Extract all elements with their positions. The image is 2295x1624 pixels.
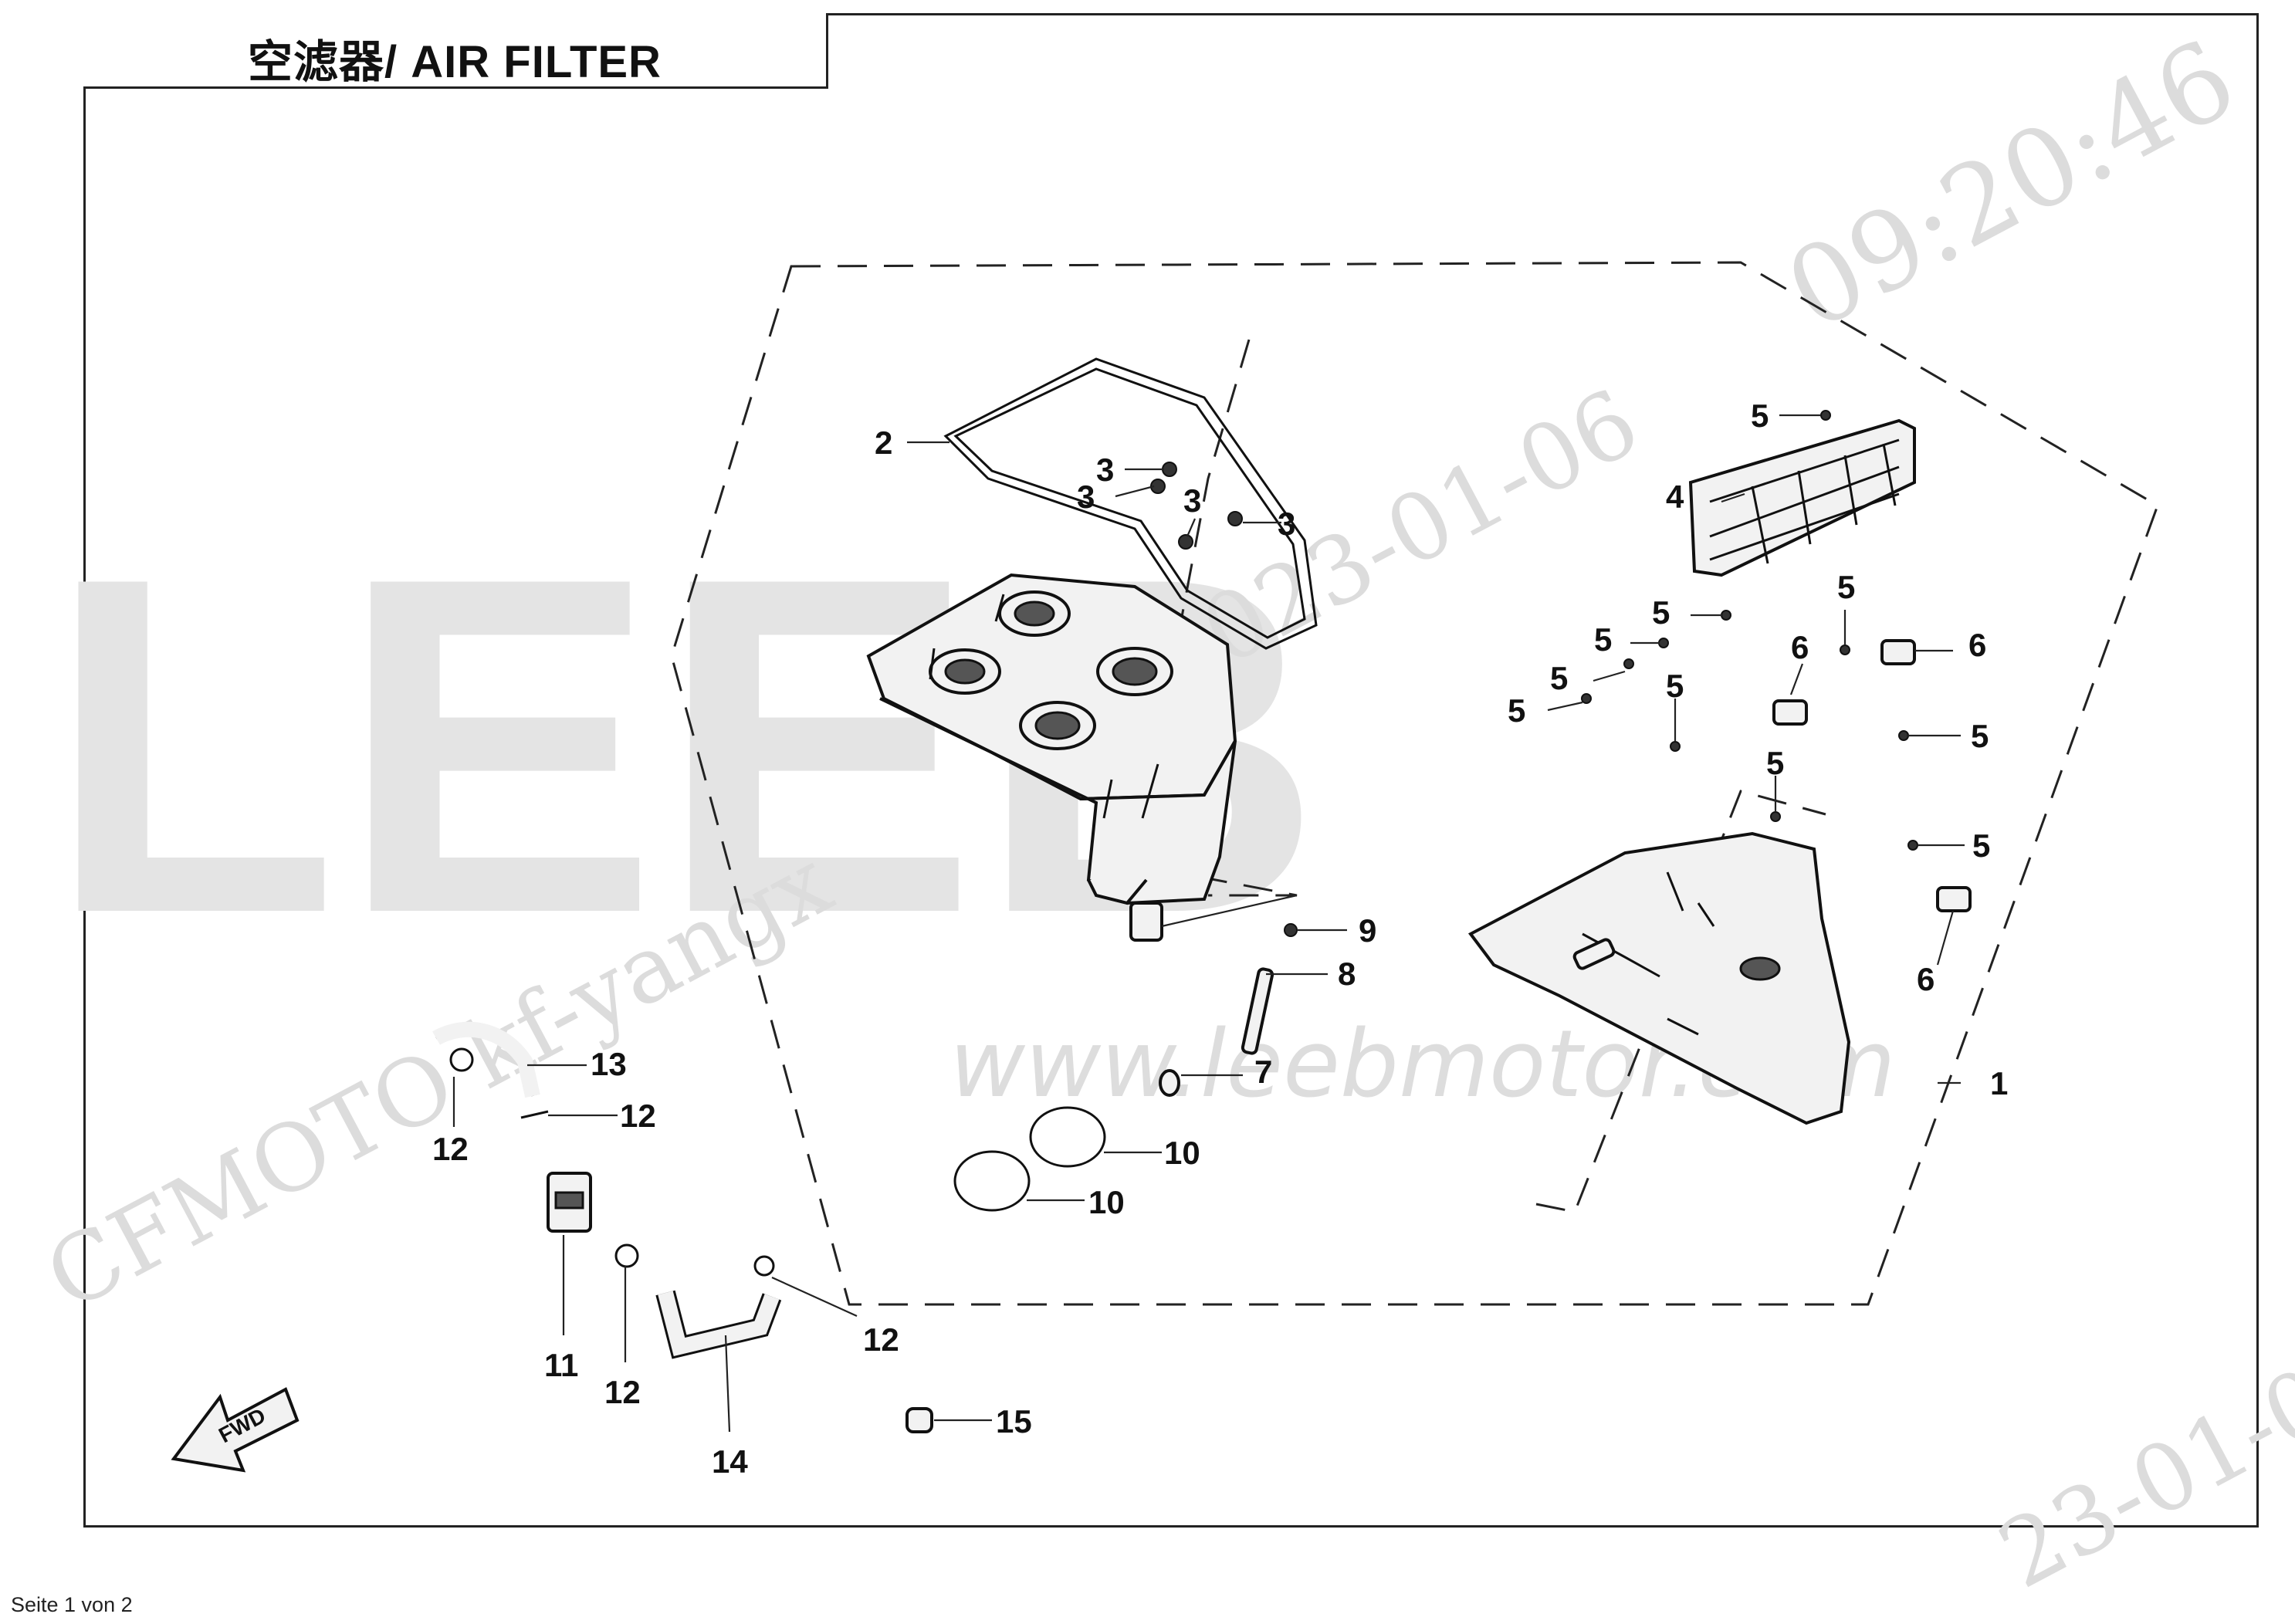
callout-5i: 5 — [1766, 745, 1784, 781]
callout-5e: 5 — [1508, 692, 1525, 729]
callout-5j: 5 — [1972, 827, 1990, 864]
grommet-group — [1772, 639, 1972, 912]
callout-6c: 6 — [1917, 961, 1935, 997]
callout-15: 15 — [996, 1403, 1032, 1440]
callout-12c: 12 — [604, 1374, 641, 1410]
callout-14: 14 — [712, 1443, 748, 1480]
callout-13: 13 — [591, 1046, 627, 1082]
callout-8: 8 — [1338, 956, 1356, 992]
callout-5c: 5 — [1594, 621, 1612, 658]
callout-11: 11 — [544, 1347, 578, 1383]
gasket-inner — [953, 367, 1306, 639]
callout-2: 2 — [875, 425, 892, 461]
page-title: 空滤器/ AIR FILTER — [248, 37, 662, 87]
callout-10b: 10 — [1088, 1184, 1125, 1220]
callout-4: 4 — [1666, 479, 1684, 515]
callout-10a: 10 — [1164, 1135, 1200, 1171]
drawing-frame — [83, 13, 2259, 1528]
callout-6a: 6 — [1791, 629, 1809, 665]
assembly-boundary — [670, 261, 2159, 1306]
leader-lines — [452, 414, 1965, 1433]
callout-12b: 12 — [620, 1098, 656, 1134]
clamp-group — [953, 1106, 1106, 1212]
callout-5a: 5 — [1751, 398, 1769, 434]
nut-group — [1150, 462, 1243, 550]
callout-5d: 5 — [1550, 660, 1568, 696]
callout-labels: 1 2 3 3 3 3 4 5 5 5 5 5 5 5 5 5 5 6 6 6 … — [432, 398, 2008, 1480]
callout-9: 9 — [1359, 912, 1376, 949]
callout-3b: 3 — [1077, 479, 1095, 515]
callout-5g: 5 — [1837, 569, 1855, 605]
callout-3a: 3 — [1096, 452, 1114, 488]
gasket-part — [943, 357, 1318, 650]
callout-3d: 3 — [1278, 506, 1295, 542]
callout-5f: 5 — [1666, 668, 1684, 704]
callout-7: 7 — [1254, 1054, 1272, 1090]
callout-12d: 12 — [863, 1321, 899, 1358]
callout-1: 1 — [1990, 1065, 2008, 1101]
breather-parts — [432, 1021, 933, 1433]
filter-element — [1688, 418, 1916, 577]
page-footer: Seite 1 von 2 — [11, 1593, 133, 1616]
callout-3c: 3 — [1183, 482, 1201, 519]
callout-12a: 12 — [432, 1131, 469, 1167]
callout-5b: 5 — [1652, 594, 1670, 631]
title-box: 空滤器/ AIR FILTER — [83, 13, 828, 89]
air-box-body — [866, 573, 1237, 942]
cover-part — [1467, 831, 1851, 1125]
fwd-arrow: FWD — [171, 1387, 300, 1473]
callout-5h: 5 — [1971, 718, 1989, 754]
watermark-date-partial: 23-01-0 — [1982, 1348, 2295, 1610]
callout-6b: 6 — [1968, 627, 1986, 663]
watermark-time: 09:20:46 — [1767, 16, 2255, 355]
cover-boundary — [1535, 790, 1826, 1213]
drain-parts — [1159, 923, 1298, 1097]
